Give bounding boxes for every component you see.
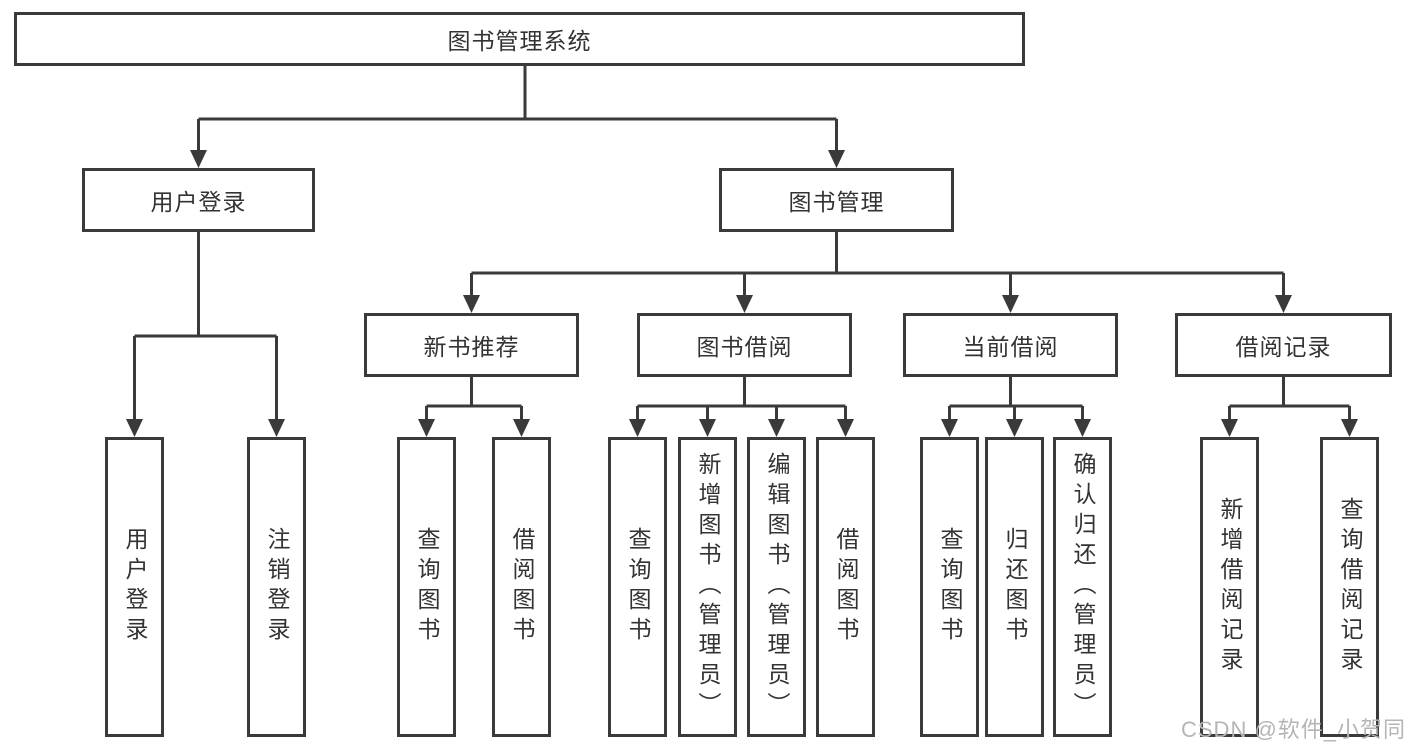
leaf-borrow-books-recommend: 借阅图书 [492, 437, 551, 737]
leaf-query-borrow-record: 查询借阅记录 [1320, 437, 1379, 737]
leaf-logout: 注销登录 [247, 437, 306, 737]
node-user-login: 用户登录 [82, 168, 315, 232]
leaf-edit-book-admin: 编辑图书（管理员） [747, 437, 806, 737]
node-book-management: 图书管理 [719, 168, 954, 232]
leaf-return-books: 归还图书 [985, 437, 1044, 737]
leaf-query-books-recommend: 查询图书 [397, 437, 456, 737]
node-current-borrowing: 当前借阅 [903, 313, 1118, 377]
node-root: 图书管理系统 [14, 12, 1025, 66]
leaf-query-books-borrow: 查询图书 [608, 437, 667, 737]
node-new-book-recommend: 新书推荐 [364, 313, 579, 377]
leaf-user-login: 用户登录 [105, 437, 164, 737]
leaf-add-book-admin: 新增图书（管理员） [678, 437, 737, 737]
leaf-query-books-current: 查询图书 [920, 437, 979, 737]
leaf-confirm-return-admin: 确认归还（管理员） [1053, 437, 1112, 737]
csdn-watermark: CSDN @软件_小贺同学 [1181, 717, 1405, 742]
leaf-add-borrow-record: 新增借阅记录 [1200, 437, 1259, 737]
leaf-borrow-books: 借阅图书 [816, 437, 875, 737]
node-borrowing-records: 借阅记录 [1175, 313, 1392, 377]
node-book-borrowing: 图书借阅 [637, 313, 852, 377]
